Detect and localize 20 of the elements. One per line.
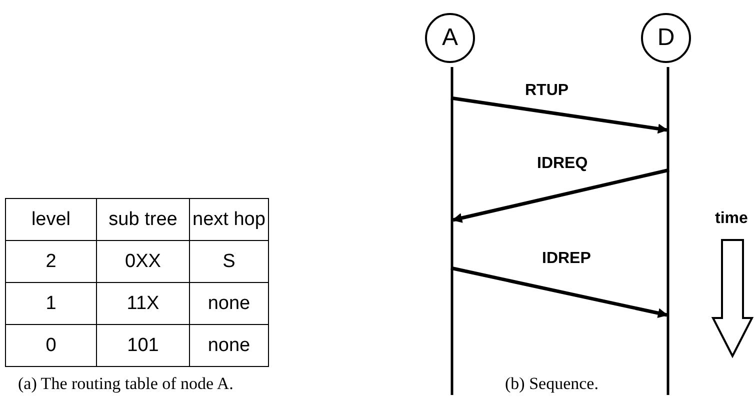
table-cell: S [190,240,268,282]
table-cell: 2 [6,240,96,282]
arrow [452,168,670,223]
column-header: level [6,198,96,240]
column-header: next hop [190,198,268,240]
table-cell: none [190,282,268,324]
caption: (b) Sequence. [505,374,598,394]
table-cell: 1 [6,282,96,324]
table-cell: 0XX [96,240,190,282]
arrow [450,266,668,318]
participant-circle: D [641,13,691,63]
table-cell: 11X [96,282,190,324]
column-header: sub tree [96,198,190,240]
arrow [450,96,668,134]
table-cell: 101 [96,324,190,366]
edge-label: IDREQ [535,155,590,173]
participant-circle: A [425,13,475,63]
table-cell: none [190,324,268,366]
caption: (a) The routing table of node A. [18,374,234,394]
table-cell: 0 [6,324,96,366]
